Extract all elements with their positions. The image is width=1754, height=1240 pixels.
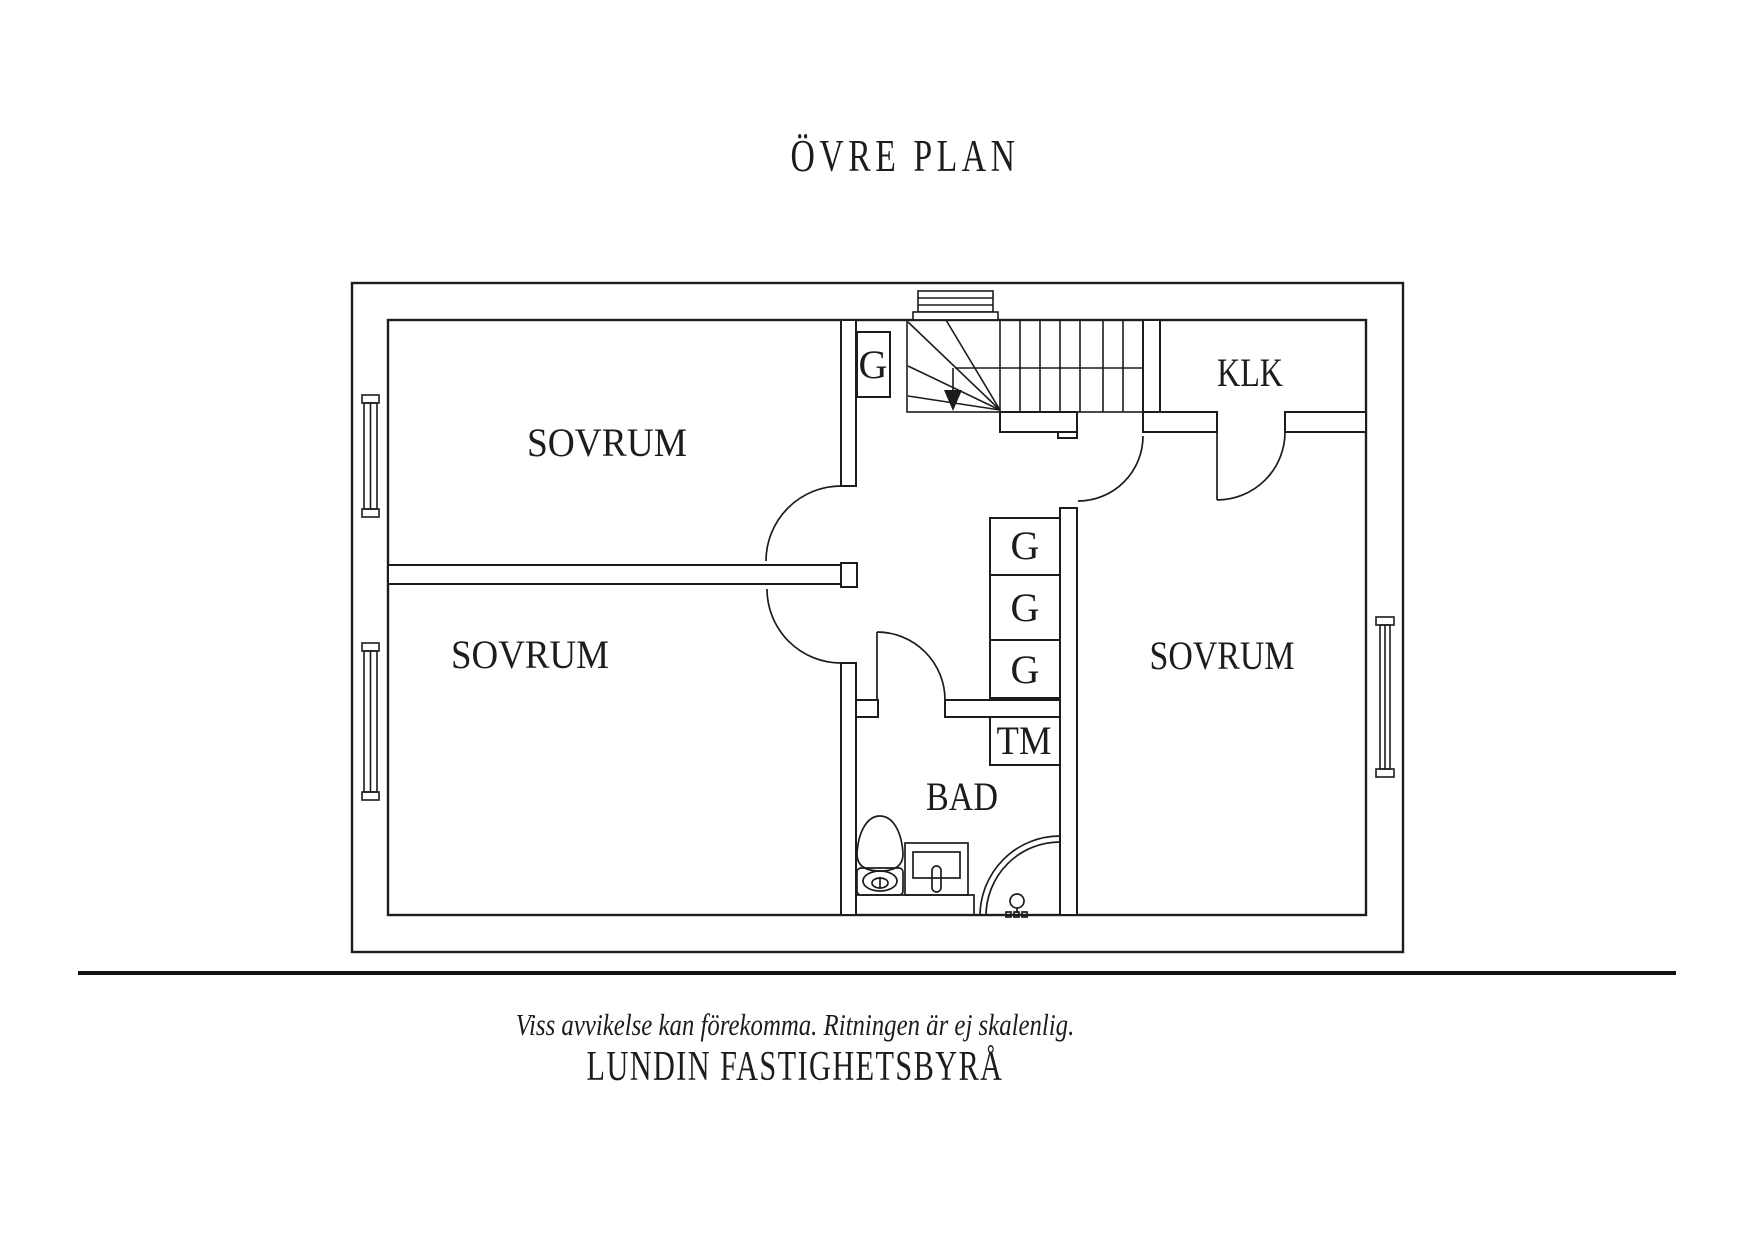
door-arc-sovrum-bottom-left bbox=[766, 588, 842, 664]
divider-rule bbox=[78, 971, 1676, 975]
room-label-sovrum-bottom-left: SOVRUM bbox=[451, 632, 609, 677]
room-label-sovrum-top-left: SOVRUM bbox=[527, 420, 687, 465]
windows bbox=[361, 290, 1395, 801]
door-bathroom bbox=[876, 631, 946, 701]
stair-direction-arrow-icon bbox=[944, 368, 962, 411]
wardrobe-box-stair bbox=[856, 331, 891, 398]
stair-outline bbox=[906, 319, 1144, 413]
door-klk bbox=[1216, 431, 1286, 501]
wall-under-stairs-b bbox=[1142, 411, 1218, 433]
wall-cap-bedroom-divider bbox=[840, 562, 858, 588]
wall-hall-west-upper bbox=[840, 319, 857, 487]
footer-disclaimer: Viss avvikelse kan förekomma. Ritningen … bbox=[515, 1007, 1075, 1042]
wardrobe-column bbox=[989, 517, 1061, 699]
doors bbox=[765, 431, 1286, 701]
wall-bedroom-divider bbox=[387, 564, 842, 585]
footer-company: LUNDIN FASTIGHETSBYRÅ bbox=[586, 1044, 1004, 1090]
wall-bath-north-west bbox=[855, 699, 879, 718]
inner-wall-outline bbox=[386, 318, 1368, 917]
label-wardrobe-stair: G bbox=[859, 342, 888, 387]
label-washing-machine: TM bbox=[997, 718, 1052, 763]
wall-klk-west bbox=[1142, 319, 1161, 413]
wall-under-stairs-a bbox=[999, 411, 1078, 433]
wall-door-jamb bbox=[1057, 431, 1078, 439]
window-icon-right bbox=[1375, 616, 1395, 778]
toilet-icon bbox=[856, 815, 904, 896]
washing-machine-box bbox=[989, 716, 1061, 766]
wall-hall-west-lower bbox=[840, 662, 857, 916]
label-wardrobe-2: G bbox=[1011, 585, 1040, 630]
interior-walls bbox=[387, 319, 1367, 916]
room-label-bad: BAD bbox=[926, 774, 998, 819]
room-label-sovrum-right: SOVRUM bbox=[1150, 633, 1295, 678]
window-icon-left-lower bbox=[361, 642, 380, 801]
room-labels: SOVRUM SOVRUM SOVRUM KLK BAD TM G G G G bbox=[451, 342, 1295, 819]
shower-icon bbox=[979, 835, 1061, 918]
door-arc-sovrum-top-left bbox=[765, 485, 842, 562]
closets bbox=[856, 331, 1061, 766]
wall-under-klk bbox=[1284, 411, 1367, 433]
door-arc-sovrum-right bbox=[1077, 435, 1144, 502]
label-wardrobe-1: G bbox=[1011, 523, 1040, 568]
bathroom-floor-step bbox=[856, 894, 975, 915]
staircase bbox=[906, 319, 1144, 413]
label-wardrobe-3: G bbox=[1011, 647, 1040, 692]
wall-bath-north-east bbox=[944, 699, 1061, 718]
room-label-klk: KLK bbox=[1217, 350, 1283, 395]
page-title: ÖVRE PLAN bbox=[790, 131, 1020, 181]
window-icon-top bbox=[912, 290, 999, 321]
window-icon-left-upper bbox=[361, 394, 380, 518]
bathroom-fixtures bbox=[856, 815, 1061, 918]
wall-right-bedroom-west bbox=[1059, 507, 1078, 916]
